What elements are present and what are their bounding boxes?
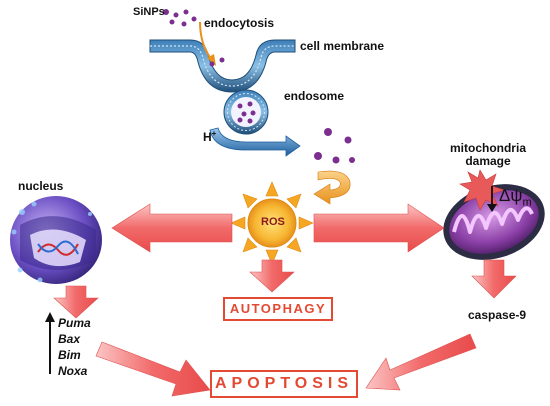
ros-curve-arrow <box>313 170 351 205</box>
delta-psi-symbol: Δψ <box>499 186 523 205</box>
delta-psi-subscript: m <box>522 196 532 209</box>
gene-upregulation-arrowhead <box>45 312 55 322</box>
gene-puma: Puma <box>58 316 91 330</box>
mitochondria-icon <box>443 169 545 260</box>
endosome <box>223 89 269 135</box>
membrane-potential-label: Δψm <box>499 186 532 209</box>
arrow-caspase-to-apoptosis <box>365 333 477 391</box>
gene-bax: Bax <box>58 332 81 346</box>
apoptosis-box: APOPTOSIS <box>210 370 358 398</box>
mitochondria-label-line2: damage <box>465 154 511 169</box>
arrow-ros-to-autophagy <box>249 259 295 293</box>
proton-symbol: H <box>203 130 212 144</box>
autophagy-box: AUTOPHAGY <box>223 297 333 321</box>
ros-sun <box>230 181 314 265</box>
endocytosis-label: endocytosis <box>204 16 275 30</box>
caspase-label: caspase-9 <box>468 308 527 322</box>
mitochondria-damage-label: mitochondria damage <box>446 141 530 169</box>
arrow-genes-to-apoptosis <box>95 341 211 397</box>
endosome-label: endosome <box>284 89 345 103</box>
membrane-potential-arrowhead <box>487 204 497 212</box>
gene-noxa: Noxa <box>58 364 88 378</box>
arrow-mitochondria-down <box>471 259 517 299</box>
nucleus-label: nucleus <box>18 179 64 193</box>
ros-label: ROS <box>261 216 285 228</box>
released-particles <box>314 128 355 164</box>
proton-charge: + <box>211 129 217 138</box>
mitochondria-label-line1: mitochondria <box>449 141 526 155</box>
gene-bim: Bim <box>58 348 81 362</box>
sinps-particles <box>163 9 225 67</box>
arrow-nucleus-down <box>53 285 99 319</box>
cell-membrane <box>149 39 296 93</box>
proton-arrow <box>209 127 301 157</box>
nucleus-icon <box>10 196 102 284</box>
proton-label: H+ <box>203 129 217 144</box>
damage-burst-icon <box>459 169 505 211</box>
arrow-ros-to-mitochondria <box>313 203 445 253</box>
sinps-label: SiNPs <box>133 6 165 18</box>
cell-membrane-label: cell membrane <box>300 39 385 53</box>
arrow-ros-to-nucleus <box>111 203 233 253</box>
